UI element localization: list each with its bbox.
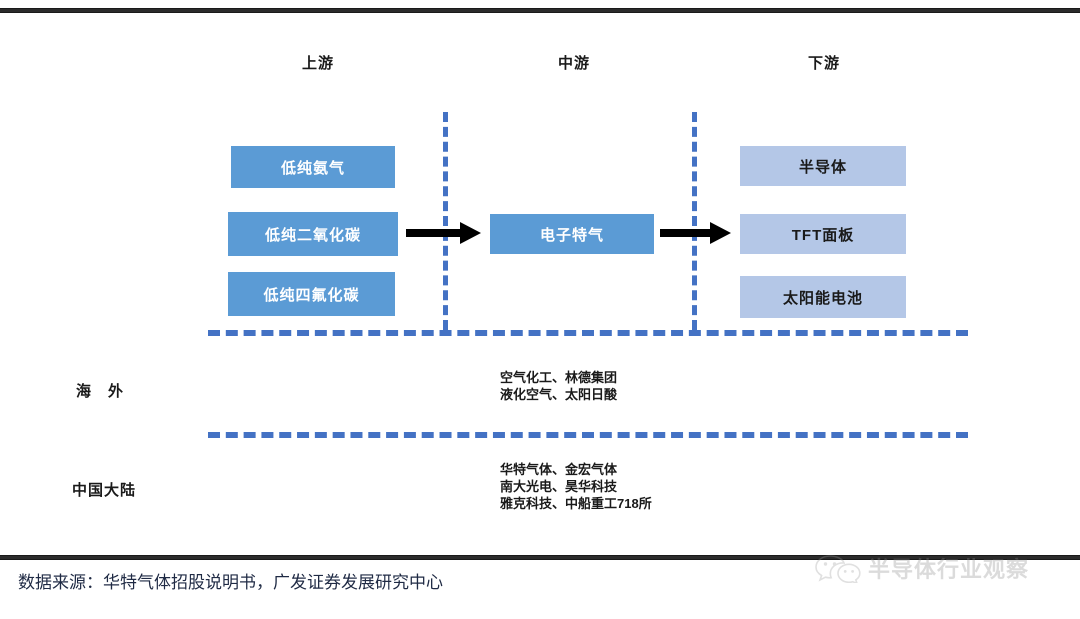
- node-upstream-3[interactable]: 低纯四氟化碳: [228, 272, 395, 316]
- stage-header-midstream: 中游: [557, 55, 590, 72]
- node-downstream-2[interactable]: TFT面板: [740, 214, 906, 254]
- region-label-overseas: 海 外: [76, 383, 125, 400]
- company-list-mainland-china: 华特气体、金宏气体 南大光电、昊华科技 雅克科技、中船重工718所: [500, 461, 652, 512]
- company-list-mainland-line-2: 南大光电、昊华科技: [500, 479, 618, 494]
- watermark-text: 半导体行业观察: [868, 557, 1030, 582]
- divider-above-overseas: [208, 330, 968, 336]
- company-list-overseas-line-1: 空气化工、林德集团: [500, 370, 618, 385]
- node-upstream-2[interactable]: 低纯二氧化碳: [228, 212, 398, 256]
- node-downstream-3[interactable]: 太阳能电池: [740, 276, 906, 318]
- region-label-mainland-china: 中国大陆: [72, 482, 137, 499]
- figure-footer-rule: [0, 555, 1080, 560]
- company-list-mainland-line-3: 雅克科技、中船重工718所: [500, 496, 652, 511]
- source-note: 数据来源：华特气体招股说明书，广发证券发展研究中心: [18, 573, 443, 592]
- arrow-upstream-to-midstream: [406, 220, 482, 246]
- watermark: 半导体行业观察: [815, 552, 1029, 584]
- divider-above-mainland: [208, 432, 968, 438]
- figure-top-rule: [0, 8, 1080, 13]
- arrow-midstream-to-downstream: [660, 220, 732, 246]
- stage-header-upstream: 上游: [301, 55, 334, 72]
- divider-midstream-downstream: [692, 112, 697, 330]
- node-downstream-1[interactable]: 半导体: [740, 146, 906, 186]
- company-list-overseas: 空气化工、林德集团 液化空气、太阳日酸: [500, 369, 617, 403]
- company-list-overseas-line-2: 液化空气、太阳日酸: [500, 387, 618, 402]
- stage-header-downstream: 下游: [807, 55, 840, 72]
- wechat-icon: [815, 553, 861, 583]
- divider-upstream-midstream: [443, 112, 448, 330]
- company-list-mainland-line-1: 华特气体、金宏气体: [500, 462, 618, 477]
- node-upstream-1[interactable]: 低纯氨气: [231, 146, 395, 188]
- node-midstream-1[interactable]: 电子特气: [490, 214, 654, 254]
